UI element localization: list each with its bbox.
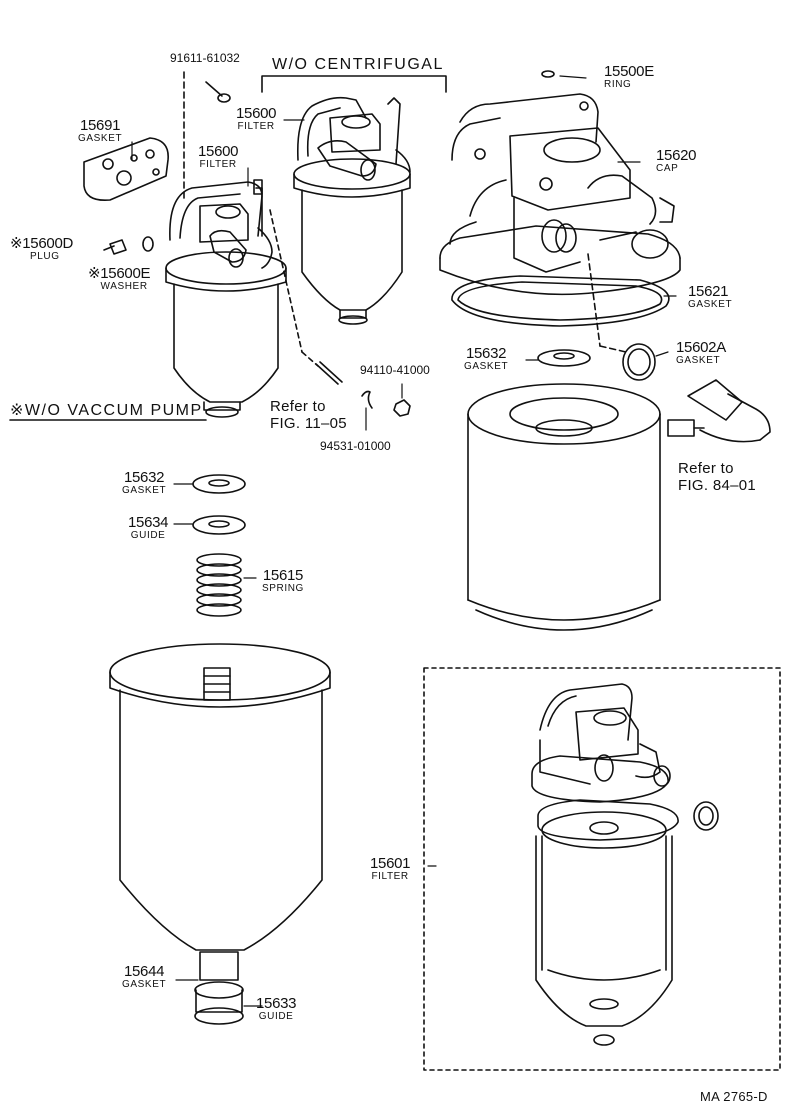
gasket-15602a <box>622 343 656 381</box>
part-name: RING <box>604 79 632 90</box>
part-label-15644: 15644 GASKET <box>122 964 166 990</box>
part-name: GASKET <box>464 361 509 372</box>
part-name: FILTER <box>237 121 275 132</box>
part-name: GASKET <box>688 299 733 310</box>
part-label-15621: 15621 GASKET <box>688 284 732 310</box>
part-name: GUIDE <box>258 1011 294 1022</box>
part-number: 15632 <box>465 345 507 362</box>
reference-fig-11-05: Refer to FIG. 11–05 <box>270 398 347 433</box>
part-number: 15691 <box>79 117 121 134</box>
part-name: GASKET <box>122 485 167 496</box>
part-number: 15632 <box>123 469 165 486</box>
reference-line-1: Refer to <box>678 460 734 477</box>
part-number: 15620 <box>656 147 697 164</box>
part-label-15691: 15691 GASKET <box>78 118 122 144</box>
pin-94531 <box>361 390 373 409</box>
part-label-15632-left: 15632 GASKET <box>122 470 166 496</box>
part-name: PLUG <box>30 251 60 262</box>
ring-15500e <box>541 70 555 78</box>
nut-94110 <box>393 399 411 417</box>
part-number: 15500E <box>604 63 654 80</box>
part-number: 15600 <box>198 143 239 160</box>
part-label-91611: 91611-61032 <box>170 52 240 64</box>
stud-bolt <box>269 209 343 385</box>
assembly-15601-box <box>423 667 781 1071</box>
sensor-switch <box>667 379 771 443</box>
gasket-15621 <box>451 275 670 327</box>
part-label-15632-right: 15632 GASKET <box>464 346 508 372</box>
cap-15620 <box>439 93 681 296</box>
part-number: 15602A <box>676 339 726 356</box>
part-name: CAP <box>656 163 679 174</box>
part-number: 94531-01000 <box>320 439 391 453</box>
part-name: GUIDE <box>130 530 166 541</box>
reference-line-2: FIG. 11–05 <box>270 415 347 433</box>
part-number: 15644 <box>123 963 165 980</box>
part-number: 94110-41000 <box>360 363 430 377</box>
part-number: 15601 <box>370 855 411 872</box>
part-label-15634: 15634 GUIDE <box>128 514 169 541</box>
part-name: GASKET <box>78 133 123 144</box>
part-label-15600d: ※15600D PLUG <box>10 236 73 262</box>
part-number: ※15600E <box>88 265 151 282</box>
filter-assembly-centrifugal <box>293 96 411 325</box>
drain-guide <box>194 951 244 1025</box>
part-name: GASKET <box>122 979 167 990</box>
gasket-15691 <box>83 137 169 202</box>
part-number: 15615 <box>262 567 304 584</box>
part-name: GASKET <box>676 355 721 366</box>
reference-fig-84-01: Refer to FIG. 84–01 <box>678 460 756 495</box>
spring-15615 <box>196 553 242 617</box>
part-name: WASHER <box>100 281 148 292</box>
heading-wo-vaccum-pump: ※W/O VACCUM PUMP <box>10 402 203 419</box>
reference-line-2: FIG. 84–01 <box>678 477 757 495</box>
gasket-15632-left <box>192 474 246 494</box>
part-name: FILTER <box>199 159 237 170</box>
part-label-15600-left: 15600 FILTER <box>198 143 239 170</box>
screw-91611 <box>205 81 231 103</box>
reference-line-1: Refer to <box>270 398 326 415</box>
leader-lines <box>131 75 677 1007</box>
drawing-code: MA 2765-D <box>700 1089 768 1104</box>
filter-assembly-left <box>165 179 287 418</box>
wo-centrifugal-bracket <box>261 75 447 93</box>
part-number: 15600 <box>236 105 277 122</box>
part-label-15633: 15633 GUIDE <box>256 995 297 1022</box>
part-name: FILTER <box>371 871 409 882</box>
part-number: 15634 <box>128 514 169 531</box>
bowl <box>109 643 331 951</box>
heading-wo-centrifugal: W/O CENTRIFUGAL <box>272 56 444 73</box>
filter-assembly-15601 <box>531 683 719 1046</box>
part-number: 15633 <box>256 995 297 1012</box>
part-label-15601: 15601 FILTER <box>370 855 411 882</box>
guide-15634 <box>192 515 246 535</box>
plug-15600d <box>103 239 127 255</box>
part-label-15615: 15615 SPRING <box>262 568 304 594</box>
washer-15600e <box>142 236 154 252</box>
part-label-94531: 94531-01000 <box>320 440 391 452</box>
part-name: SPRING <box>262 583 304 594</box>
leader-15602a-dashed <box>587 253 601 347</box>
part-label-15602a: 15602A GASKET <box>676 340 726 366</box>
part-number: ※15600D <box>10 235 74 252</box>
filter-element <box>467 383 661 631</box>
leader-15602a-dashed-2 <box>599 345 627 353</box>
part-label-94110: 94110-41000 <box>360 364 430 376</box>
gasket-15632-right <box>537 349 591 367</box>
part-number: 91611-61032 <box>170 51 240 65</box>
part-label-15620: 15620 CAP <box>656 147 697 174</box>
part-label-15600-centrifugal: 15600 FILTER <box>236 105 277 132</box>
part-label-15600e: ※15600E WASHER <box>88 266 150 292</box>
part-number: 15621 <box>688 283 729 300</box>
part-label-15500e: 15500E RING <box>604 64 654 90</box>
